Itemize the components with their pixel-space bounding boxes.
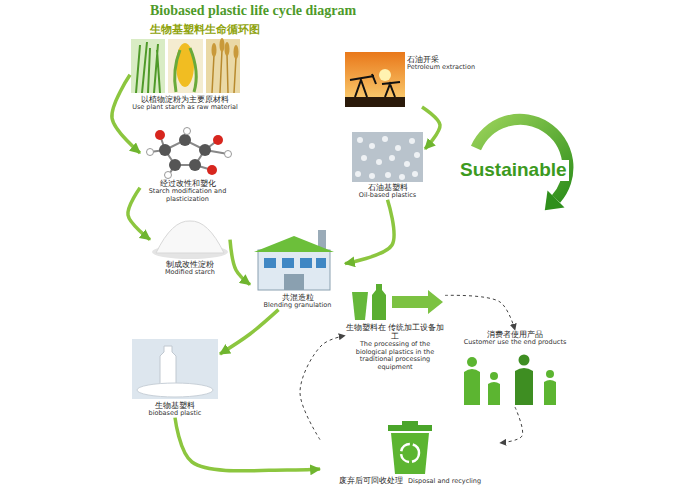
image-node: 以植物淀粉为主要原材料Use plant starch as raw mater…: [130, 38, 240, 112]
caption-english: Oil-based plastics: [350, 192, 425, 199]
caption-chinese: 制成改性淀粉: [150, 260, 230, 269]
image-node: 制成改性淀粉Modified starch: [150, 215, 230, 277]
flow-arrow: [230, 240, 250, 285]
image-node: 废弃后可回收处理 Disposal and recycling: [320, 420, 500, 485]
starch-powder: [152, 221, 228, 259]
oil-field-photo: [345, 52, 405, 107]
subtitle: 生物基塑料生命循环图: [150, 22, 260, 37]
image-node: 经过改性和塑化Starch modification and plasticiz…: [140, 126, 235, 203]
caption-chinese: 石油开采: [407, 55, 485, 64]
caption-english: Blending granulation: [250, 302, 345, 309]
caption-chinese: 消费者使用产品: [455, 330, 575, 339]
caption-english: Starch modification and plasticization: [140, 188, 235, 203]
diagram-title: Biobased plastic life cycle diagram: [150, 3, 356, 19]
family-icon: [464, 355, 556, 406]
plant-photos: [131, 38, 240, 93]
caption-english: Petroleum extraction: [407, 64, 485, 71]
caption-chinese: 生物塑料在 传统加工设备加工: [345, 323, 445, 341]
caption-english: Use plant starch as raw material: [130, 104, 240, 111]
caption-chinese: 以植物淀粉为主要原材料: [130, 95, 240, 104]
plastic-pellets: [352, 132, 423, 182]
caption-english: biobased plastic: [130, 410, 220, 417]
caption-english: Modified starch: [150, 269, 230, 276]
flow-arrow: [220, 310, 279, 354]
factory-icon: [254, 230, 334, 290]
flow-arrow: [175, 418, 320, 471]
image-node: 石油开采Petroleum extraction: [345, 52, 485, 107]
caption-chinese: 共混造粒: [250, 293, 345, 302]
recycle-bin: [388, 421, 432, 474]
caption-english: The processing of the biological plastic…: [345, 341, 445, 371]
caption-chinese: 石油基塑料: [350, 183, 425, 192]
cycle-label: Sustainable: [458, 160, 569, 181]
caption-chinese: 废弃后可回收处理: [339, 476, 403, 485]
caption-english: Disposal and recycling: [408, 478, 481, 485]
image-node: 消费者使用产品Customer use the end products: [455, 330, 575, 407]
image-node: 石油基塑料Oil-based plastics: [350, 132, 425, 200]
cycle-arrow-dashed: [300, 336, 345, 440]
image-node: 生物基塑料biobased plastic: [130, 338, 220, 418]
bioplastic-photo: [132, 339, 218, 399]
image-node: 共混造粒Blending granulation: [250, 226, 345, 310]
cycle-arrow-dashed: [445, 295, 515, 330]
flow-arrow: [128, 188, 150, 240]
caption-chinese: 生物基塑料: [130, 401, 220, 410]
molecule-model: [147, 128, 232, 179]
cycle-arrow-dashed: [500, 407, 523, 443]
product-icons: [352, 284, 443, 320]
flow-arrow: [422, 107, 440, 149]
flow-arrow: [345, 200, 394, 264]
image-node: 生物塑料在 传统加工设备加工The processing of the biol…: [345, 282, 445, 371]
caption-chinese: 经过改性和塑化: [140, 179, 235, 188]
caption-english: Customer use the end products: [455, 339, 575, 346]
flow-arrow: [112, 75, 140, 153]
